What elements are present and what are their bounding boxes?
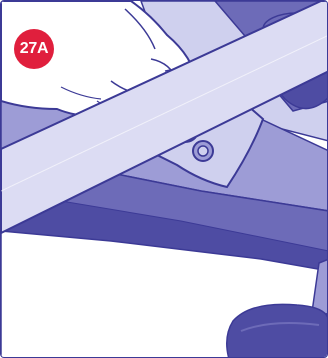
step-number-badge: 27A xyxy=(14,29,54,69)
step-number-label: 27A xyxy=(20,40,48,58)
